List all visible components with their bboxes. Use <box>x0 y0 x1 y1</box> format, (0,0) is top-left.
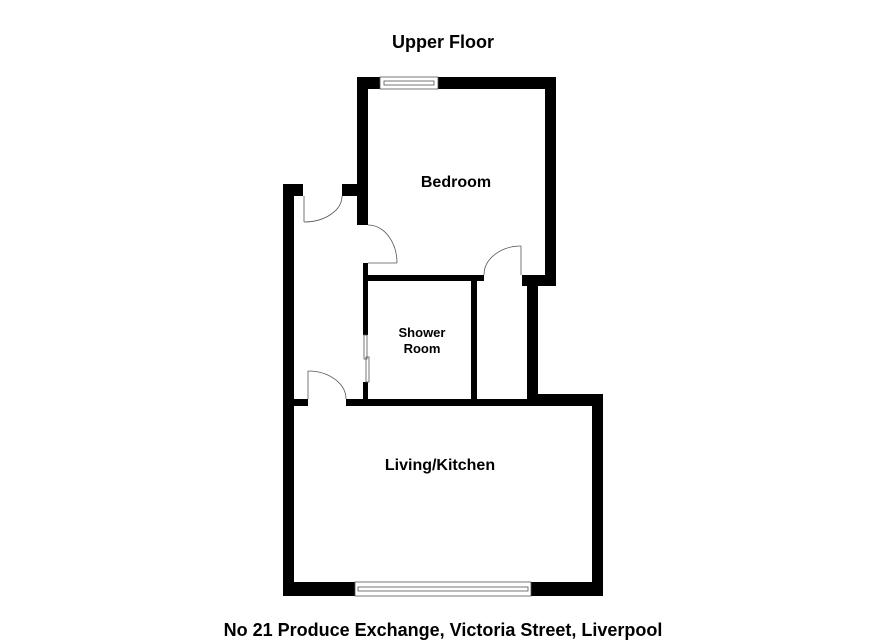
room-label-shower-1: Shower <box>399 325 446 340</box>
wall <box>438 77 556 89</box>
wall <box>283 184 294 596</box>
wall <box>357 77 368 225</box>
wall <box>545 77 556 286</box>
wall <box>363 275 484 281</box>
wall <box>527 281 538 395</box>
room-label-shower-2: Room <box>404 341 441 356</box>
wall <box>527 394 603 406</box>
sliding-door-shower <box>363 334 370 383</box>
wall <box>531 582 603 596</box>
window-bedroom <box>379 76 439 90</box>
door-bedroom <box>367 224 398 264</box>
wall <box>283 399 308 406</box>
floor-title: Upper Floor <box>392 32 494 52</box>
wall <box>363 263 368 335</box>
wall <box>283 582 355 596</box>
room-label-living: Living/Kitchen <box>385 457 495 474</box>
door-cupboard <box>483 245 522 276</box>
wall <box>471 281 477 401</box>
door-hall-entrance <box>303 195 343 223</box>
address: No 21 Produce Exchange, Victoria Street,… <box>223 620 663 640</box>
window-living <box>354 581 532 597</box>
walls <box>283 77 603 596</box>
wall <box>342 184 368 196</box>
door-living <box>307 370 347 400</box>
wall <box>346 399 603 406</box>
wall <box>592 394 603 596</box>
wall <box>522 275 556 286</box>
room-label-bedroom: Bedroom <box>421 174 491 191</box>
wall <box>363 382 368 402</box>
